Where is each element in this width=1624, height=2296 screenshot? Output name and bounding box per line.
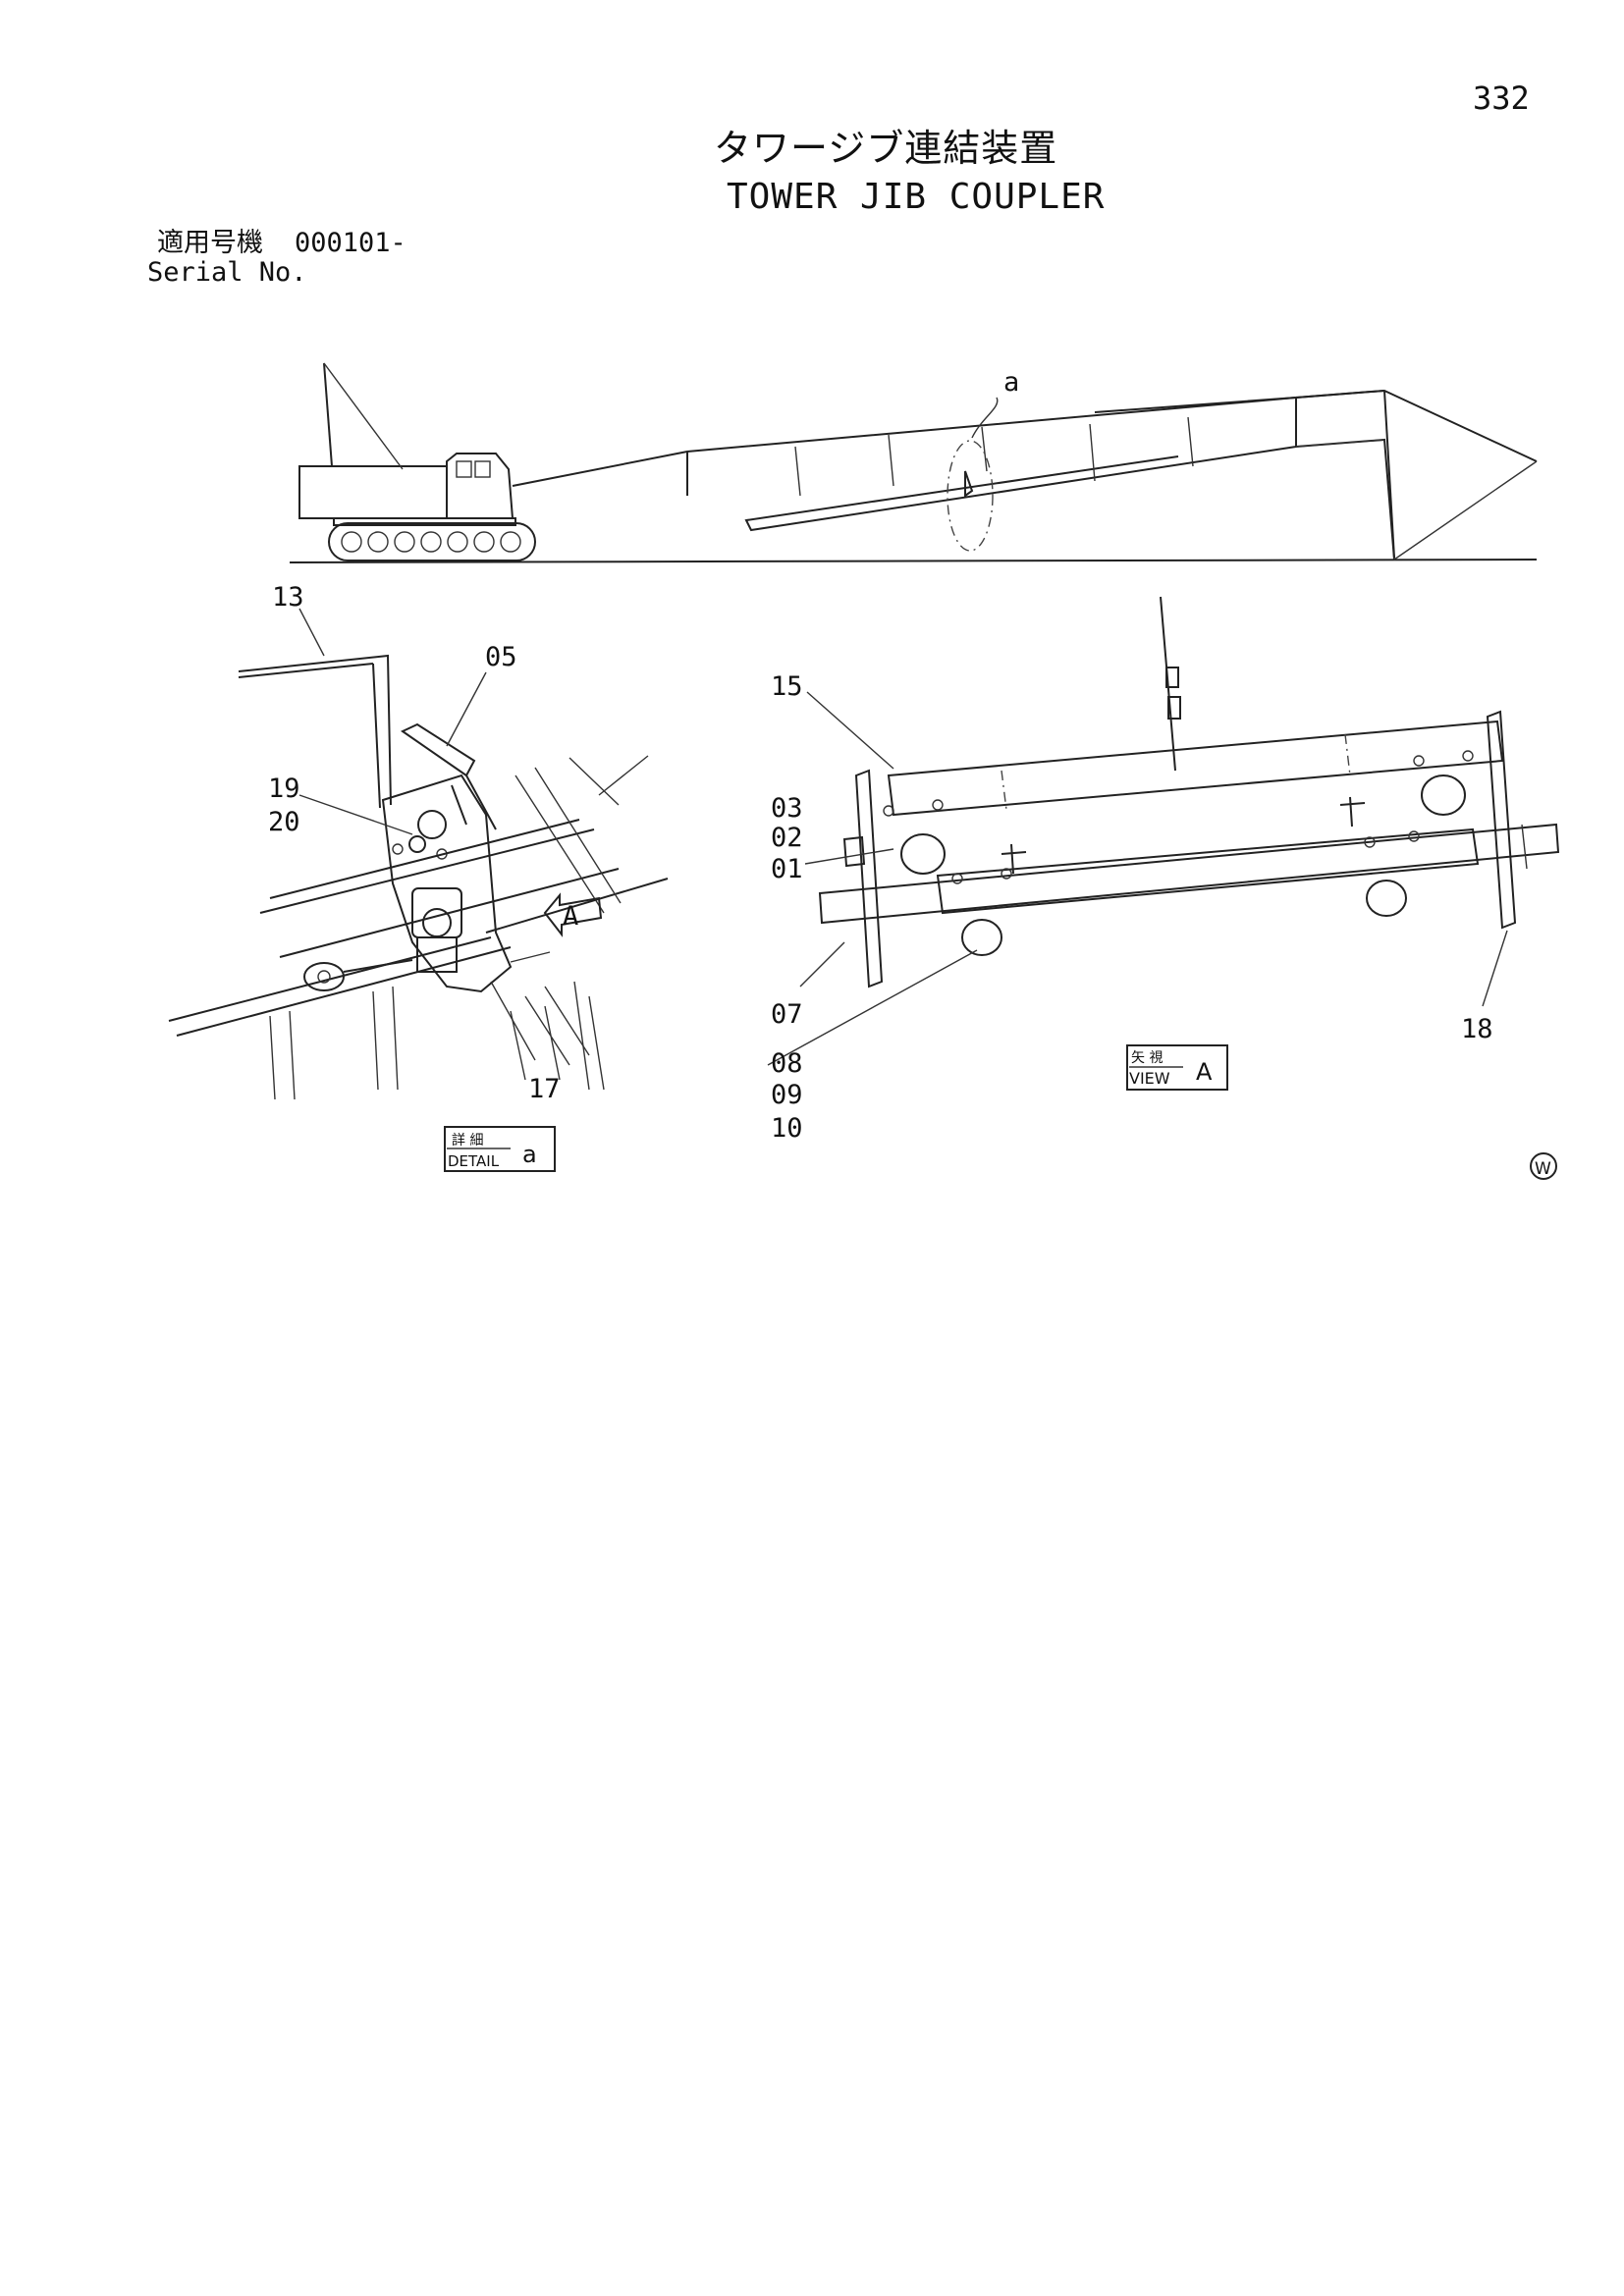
serial-number-value: 000101-	[295, 228, 406, 258]
callout-20: 20	[268, 807, 300, 837]
counterweight-body	[298, 465, 448, 519]
title-english: TOWER JIB COUPLER	[727, 177, 1106, 217]
view-a-arrow-label: A	[563, 901, 578, 932]
circled-w-mark: W	[1530, 1152, 1557, 1180]
view-a-drawing: 15 03 02 01 07 08 09 10 18 矢 視 VIEW A	[767, 596, 1560, 1144]
callout-17: 17	[528, 1074, 561, 1104]
lower-beam	[936, 828, 1480, 915]
serial-label-english: Serial No.	[147, 257, 307, 288]
callout-07: 07	[771, 999, 803, 1030]
callout-19: 19	[268, 774, 300, 804]
view-a-arrow	[543, 892, 603, 937]
page-number: 332	[1473, 80, 1530, 117]
callout-05: 05	[485, 642, 517, 672]
callout-15: 15	[771, 671, 803, 702]
detail-a-drawing: A 13 05 19 20 17 詳 細 DETAIL a	[168, 582, 669, 1172]
circled-w-letter: W	[1535, 1159, 1551, 1179]
detail-box-letter: a	[522, 1141, 537, 1168]
callout-08: 08	[771, 1048, 803, 1079]
view-box-jp: 矢 視	[1131, 1050, 1163, 1066]
view-a-label-box: 矢 視 VIEW A	[1126, 1044, 1228, 1091]
detail-a-circle	[947, 440, 994, 552]
view-box-letter: A	[1196, 1058, 1213, 1086]
ground-line	[289, 559, 1538, 563]
upper-beam	[887, 720, 1504, 817]
detail-box-en: DETAIL	[448, 1152, 500, 1170]
serial-label-japanese: 適用号機	[157, 228, 263, 258]
callout-09: 09	[771, 1080, 803, 1110]
callout-10: 10	[771, 1113, 803, 1144]
detail-box-jp: 詳 細	[452, 1133, 483, 1148]
crawler-track	[328, 522, 536, 561]
callout-01: 01	[771, 854, 803, 884]
callout-03: 03	[771, 793, 803, 824]
coupler-bracket	[381, 774, 513, 993]
mast	[323, 362, 333, 467]
crane-overview: a	[289, 362, 1538, 563]
callout-13: 13	[272, 582, 304, 613]
callout-18: 18	[1461, 1014, 1493, 1044]
title-japanese: タワージブ連結装置	[714, 127, 1058, 170]
detail-a-label-box: 詳 細 DETAIL a	[444, 1126, 556, 1172]
operator-cab	[446, 453, 514, 519]
detail-a-marker: a	[1003, 367, 1019, 398]
callout-02: 02	[771, 823, 803, 853]
view-box-en: VIEW	[1129, 1069, 1170, 1088]
